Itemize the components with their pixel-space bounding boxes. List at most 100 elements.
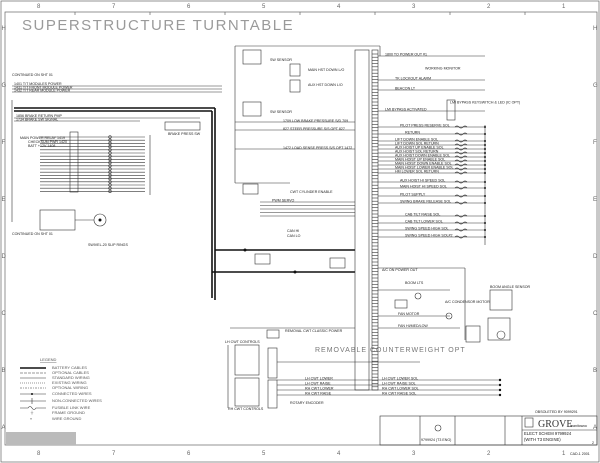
wire-label: AUX HOIST HI SPEED SOL	[400, 178, 445, 182]
legend-item: WIRE GROUND	[52, 416, 81, 421]
sensor-label: BOOM ANGLE SENSOR	[490, 285, 531, 289]
cwt-wire-label: RH CWT RAISE	[305, 392, 332, 396]
solenoid-label: LH CWT LOWER SOL	[382, 377, 418, 381]
grid-row-label: G	[593, 83, 598, 89]
grid-column-label: 2	[487, 4, 491, 10]
legend-item: BATTERY CABLES	[52, 365, 87, 370]
can-label: CAN LO	[287, 234, 301, 238]
wire-label: 1401 T/T MODULES POWER	[14, 82, 62, 86]
wire-label: RETURN	[405, 130, 420, 134]
legend-item: FUSIBLE LINK WIRE	[52, 405, 91, 410]
legend-item: STANDARD WIRING	[52, 375, 90, 380]
section-title: REMOVABLE COUNTERWEIGHT OPT	[315, 347, 466, 354]
legend-item: FRAME GROUND	[52, 410, 85, 415]
grid-column-label: 5	[262, 451, 266, 457]
grid-column-label: 2	[487, 451, 491, 457]
grove-logo-icon	[524, 417, 534, 428]
drawing-title: ELECT SCHEM 9799924	[524, 431, 572, 436]
can-label: CAN HI	[287, 229, 299, 233]
cwt-enable-label: CWT CYLINDER ENABLE	[290, 190, 333, 194]
fan-motor-label: FAN MOTOR	[398, 312, 420, 316]
continued-label: CONTINUED ON SHT 01	[12, 232, 53, 236]
grid-column-label: 8	[37, 451, 41, 457]
grid-column-label: 7	[112, 451, 116, 457]
pwm-label: PWM SERVO	[272, 199, 295, 203]
relay-label: BATT +12V 1408	[28, 144, 55, 148]
grid-column-label: 6	[187, 4, 191, 10]
grid-column-label: 4	[337, 451, 341, 457]
svg-text:⏚: ⏚	[30, 409, 34, 415]
condenser-label: A/C CONDENSOR MOTOR	[445, 300, 490, 304]
cwt-wire-label: LH CWT LOWER	[305, 377, 333, 381]
brake-press-switch-label: BRAKE PRESS SW	[168, 132, 201, 136]
switch-label: 1709 LOW BRAKE PRESSURE S/D 709	[283, 119, 348, 123]
wire-label: SWING SPEED HIGH SOL	[405, 226, 449, 230]
company-name: GROVE	[538, 419, 572, 430]
wire-label: 1432 T/T REAR MODULE POWER	[14, 89, 71, 93]
grid-column-label: 4	[337, 4, 341, 10]
wire-label: 1856 BRAKE RETURN PMP	[16, 114, 63, 118]
legend-title: LEGEND	[40, 357, 57, 362]
grid-column-label: 1	[562, 4, 566, 10]
svg-text:▿: ▿	[30, 416, 32, 421]
grid-row-label: A	[2, 425, 6, 431]
grid-column-label: 6	[187, 451, 191, 457]
wire-label: LIFT DOWN SOL RETURN	[395, 141, 439, 145]
grid-row-label: H	[2, 26, 6, 32]
sheet-title: SUPERSTRUCTURE TURNTABLE	[22, 17, 294, 34]
cwt-wire-label: LH CWT RAISE	[305, 382, 331, 386]
wire-label: SWING BRAKE RELEASE SOL	[400, 199, 451, 203]
wire-label: CAB TILT RAISE SOL	[405, 212, 440, 216]
grid-row-label: H	[593, 26, 597, 32]
wire-label: AUX HOIST UP ENABLE SOL	[395, 145, 444, 149]
wire-label: AUX HOIST SOL RETURN	[395, 149, 439, 153]
left-section: CONTINUED ON SHT 01 1401 T/T MODULES POW…	[11, 73, 222, 300]
wire-label: WORKING MONITOR	[425, 66, 461, 70]
lockout-label: MAIN HST DOWN L/O	[308, 68, 344, 72]
grid-row-label: B	[2, 368, 6, 374]
legend-item: NON-CONNECTED WIRES	[52, 398, 102, 403]
legend-item: EXISTING WIRING	[52, 380, 87, 385]
cad-label: CAD-1 2001	[570, 452, 590, 456]
grid-row-label: E	[2, 197, 6, 203]
wire-label: 1734 BRAKE SW SIGNAL	[16, 118, 58, 122]
wire-label: CAB TILT LOWER SOL	[405, 219, 443, 223]
cwt-power-label: REMOVAL CWT CLASSIC POWER	[285, 329, 343, 333]
grid-row-label: E	[593, 197, 597, 203]
company-sub: manitowoc	[570, 424, 587, 428]
sheet-number: 2	[592, 441, 594, 445]
wire-label: AUX HOIST DOWN ENABLE SOL	[395, 153, 450, 157]
sensor-label: SW SENSOR	[270, 58, 292, 62]
solenoid-label: RH CWT RAISE SOL	[382, 392, 416, 396]
grid-column-label: 8	[37, 4, 41, 10]
continued-label: CONTINUED ON SHT 01	[12, 73, 53, 77]
grid-row-label: D	[593, 254, 598, 260]
lower-section: A/C ON POWER OUT BOOM LTS A/C CONDENSOR …	[225, 267, 531, 411]
cwt-controls-label: RH CWT CONTROLS	[228, 407, 264, 411]
drawing-number: 9799924 (T3 ENG)	[421, 438, 451, 442]
wire-label: SWING SPEED HIGH SOL#2	[405, 233, 453, 237]
fan-speed-label: FAN HI/MED/LOW	[398, 324, 428, 328]
wire-label: LIFT DOWN ENABLE SOL	[395, 137, 438, 141]
grid-row-label: F	[593, 140, 597, 146]
grid-row-label: D	[2, 254, 7, 260]
wire-label: HM LOWER SOL RETURN	[395, 169, 439, 173]
wire-label: TK LOCKOUT ALARM	[395, 76, 431, 80]
relay-label: MAIN POWER RELAY 1419	[20, 136, 65, 140]
wire-label: 1431 T/T FRONT MODULE POWER	[14, 86, 73, 90]
grid-column-label: 3	[412, 451, 416, 457]
ac-label: A/C ON POWER OUT	[382, 268, 418, 272]
grid-row-label: C	[2, 311, 7, 317]
inner-border	[4, 11, 598, 446]
legend-item: OPTIONAL CABLES	[52, 370, 89, 375]
wire-label: MAIN HOIST DOWN ENABLE SOL	[395, 161, 452, 165]
grid-column-label: 1	[562, 451, 566, 457]
wire-label: PILOT PRESS RESERVE SOL	[400, 123, 450, 127]
legend-item: OPTIONAL WIRING	[52, 385, 88, 390]
cwt-controls-label: LH CWT CONTROLS	[225, 340, 260, 344]
wire-label: PILOT SUPPLY	[400, 192, 426, 196]
grid-row-label: F	[2, 140, 6, 146]
